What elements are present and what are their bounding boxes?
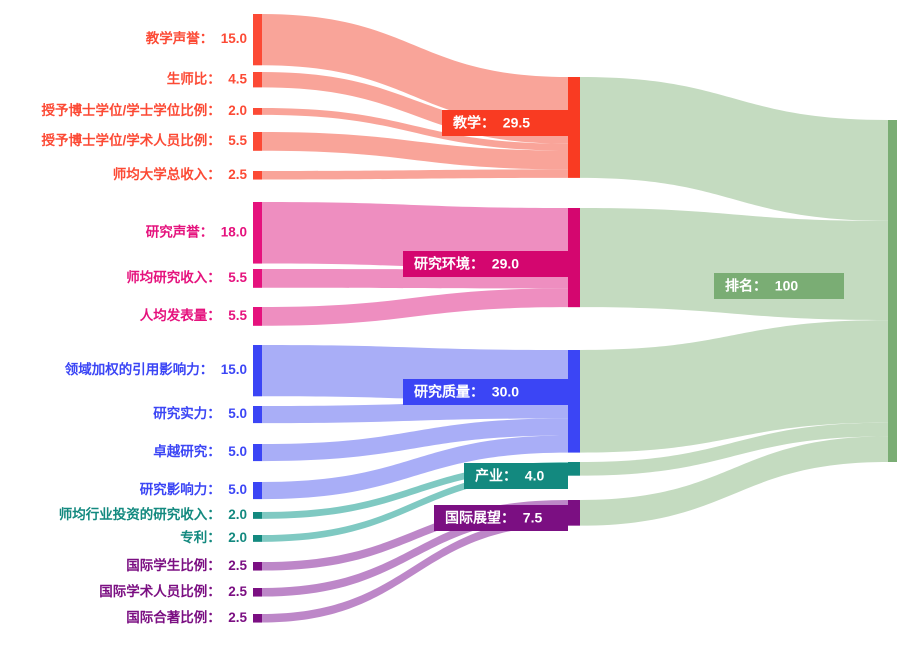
node-label-institutional_income: 师均大学总收入： 2.5	[113, 166, 248, 182]
node-label-research_strength: 研究实力： 5.0	[153, 405, 247, 421]
node-label-international_outlook: 国际展望： 7.5	[445, 510, 542, 526]
sankey-node-research_env[interactable]	[568, 208, 580, 308]
sankey-node-research_reputation[interactable]	[253, 202, 262, 264]
sankey-node-patents[interactable]	[253, 535, 262, 542]
sankey-link	[262, 508, 568, 597]
node-label-industry_income: 师均行业投资的研究收入： 2.0	[59, 506, 247, 522]
sankey-node-field_weighted_citation[interactable]	[253, 345, 262, 397]
sankey-node-international_staff[interactable]	[253, 588, 262, 597]
sankey-node-industry[interactable]	[568, 462, 580, 476]
sankey-node-teaching_reputation[interactable]	[253, 14, 262, 66]
sankey-link	[262, 169, 568, 180]
node-label-research_excellence: 卓越研究： 5.0	[153, 443, 247, 459]
node-label-research_quality: 研究质量： 30.0	[414, 384, 519, 400]
node-label-teaching: 教学： 29.5	[453, 115, 530, 131]
node-badge-industry	[464, 463, 568, 489]
sankey-link	[580, 208, 888, 321]
node-label-research_reputation: 研究声誉： 18.0	[146, 223, 247, 239]
node-badge-research_env	[403, 251, 568, 277]
node-label-international_coauthor: 国际合著比例： 2.5	[126, 609, 247, 625]
sankey-node-student_staff_ratio[interactable]	[253, 72, 262, 88]
node-label-teaching_reputation: 教学声誉： 15.0	[146, 30, 247, 46]
links-layer	[262, 14, 888, 623]
sankey-node-research_income[interactable]	[253, 269, 262, 288]
node-label-ranking: 排名： 100	[725, 278, 798, 294]
sankey-link	[262, 132, 568, 170]
node-label-research_influence: 研究影响力： 5.0	[140, 481, 247, 497]
node-label-patents: 专利： 2.0	[180, 529, 247, 545]
sankey-node-doctorate_staff_ratio[interactable]	[253, 132, 262, 151]
node-label-international_students: 国际学生比例： 2.5	[126, 557, 247, 573]
nodes-layer	[253, 14, 897, 623]
node-label-student_staff_ratio: 生师比： 4.5	[167, 70, 248, 86]
sankey-node-international_students[interactable]	[253, 562, 262, 571]
node-label-industry: 产业： 4.0	[475, 468, 544, 484]
node-badge-research_quality	[403, 379, 568, 405]
sankey-link	[262, 401, 568, 424]
node-badge-ranking	[714, 273, 844, 299]
node-badge-teaching	[442, 110, 568, 136]
sankey-node-industry_income[interactable]	[253, 512, 262, 519]
node-label-doctorate_bachelor_ratio: 授予博士学位/学士学位比例： 2.0	[41, 102, 247, 118]
sankey-link	[262, 418, 568, 462]
node-label-field_weighted_citation: 领域加权的引用影响力： 15.0	[65, 361, 247, 377]
node-label-publications_per_staff: 人均发表量： 5.5	[140, 307, 248, 323]
node-label-international_staff: 国际学术人员比例： 2.5	[99, 583, 247, 599]
sankey-node-research_quality[interactable]	[568, 350, 580, 453]
sankey-link	[262, 462, 568, 519]
node-label-doctorate_staff_ratio: 授予博士学位/学术人员比例： 5.5	[41, 132, 247, 148]
node-badge-international_outlook	[434, 505, 568, 531]
sankey-link	[262, 517, 568, 623]
sankey-node-research_excellence[interactable]	[253, 444, 262, 462]
sankey-node-international_outlook[interactable]	[568, 500, 580, 526]
sankey-node-teaching[interactable]	[568, 77, 580, 178]
labels-layer: 教学声誉： 15.0 生师比： 4.5 授予博士学位/学士学位比例： 2.0 授予博士…	[41, 30, 844, 625]
sankey-node-research_influence[interactable]	[253, 482, 262, 500]
sankey-link	[580, 436, 888, 526]
sankey-node-publications_per_staff[interactable]	[253, 307, 262, 326]
sankey-link	[262, 468, 568, 542]
sankey-link	[262, 108, 568, 151]
sankey-link	[262, 435, 568, 500]
sankey-link	[262, 14, 568, 129]
sankey-link	[580, 77, 888, 221]
sankey-node-ranking[interactable]	[888, 120, 897, 462]
sankey-link	[580, 422, 888, 476]
sankey-link	[580, 320, 888, 453]
sankey-node-international_coauthor[interactable]	[253, 614, 262, 623]
sankey-link	[262, 288, 568, 326]
sankey-node-institutional_income[interactable]	[253, 171, 262, 180]
node-label-research_env: 研究环境： 29.0	[414, 256, 519, 272]
node-label-research_income: 师均研究收入： 5.5	[126, 269, 247, 285]
sankey-node-doctorate_bachelor_ratio[interactable]	[253, 108, 262, 115]
sankey-node-research_strength[interactable]	[253, 406, 262, 424]
sankey-link	[262, 500, 568, 571]
